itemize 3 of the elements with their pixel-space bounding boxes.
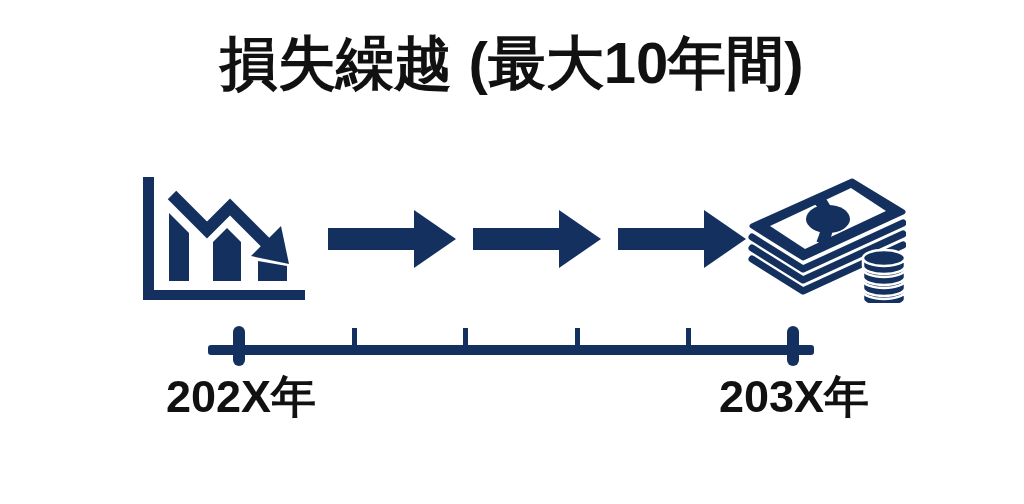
money-stack-picture (748, 178, 906, 303)
year-label: 202X年 (166, 374, 317, 419)
year-label: 203X年 (719, 374, 870, 419)
